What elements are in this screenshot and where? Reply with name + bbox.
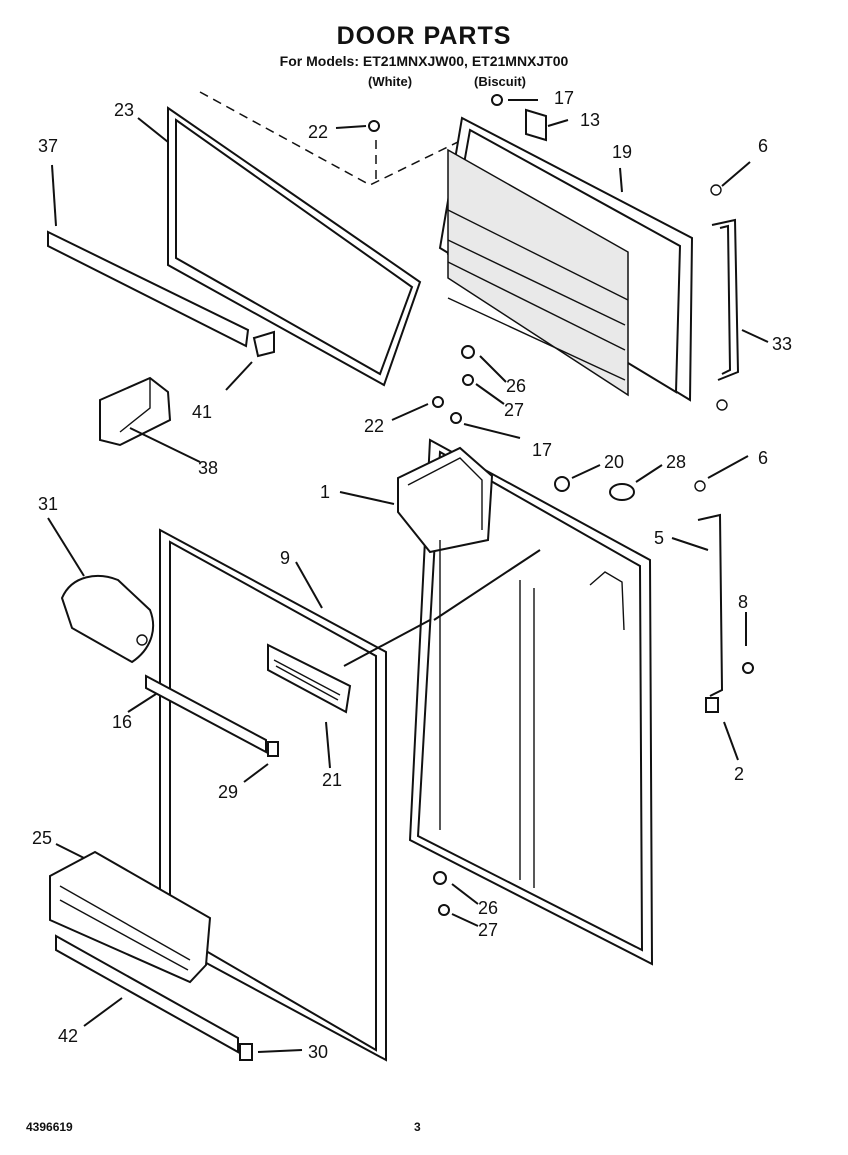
model-numbers: For Models: ET21MNXJW00, ET21MNXJT00 [279,53,569,69]
fasteners [368,94,754,916]
leader-lines [47,99,769,1053]
callout-30: 30 [308,1042,328,1062]
callout-33: 33 [772,334,792,354]
callout-5: 5 [654,528,664,548]
fresh-food-door [397,438,654,966]
callout-41: 41 [192,402,212,422]
door-shelf-bar [145,674,279,757]
variant-biscuit-label: (Biscuit) [474,74,526,89]
callout-27-bottom: 27 [478,920,498,940]
butter-compartment-door [267,643,352,714]
callout-16: 16 [112,712,132,732]
callout-29: 29 [218,782,238,802]
shelf-end-cap [99,376,172,447]
callout-19: 19 [612,142,632,162]
callout-25: 25 [32,828,52,848]
diagram-title: DOOR PARTS [336,22,512,50]
document-number: 4396619 [26,1120,73,1134]
callout-6-mid: 6 [758,448,768,468]
callout-8: 8 [738,592,748,612]
lower-hinge [694,480,724,713]
callout-26-top: 26 [506,376,526,396]
callout-26-bottom: 26 [478,898,498,918]
callout-38: 38 [198,458,218,478]
variant-white-label: (White) [368,74,413,89]
callout-numbers: 23 22 17 13 37 19 6 33 41 26 27 38 22 17… [32,88,792,1062]
callout-1: 1 [320,482,330,502]
callout-22-top: 22 [308,122,328,142]
callout-42: 42 [58,1026,78,1046]
door-bin [49,850,212,984]
callout-9: 9 [280,548,290,568]
bin-trim-strip [55,934,253,1061]
callout-21: 21 [322,770,342,790]
freezer-door-gasket [167,91,463,387]
callout-17-mid: 17 [532,440,552,460]
page-number: 3 [414,1120,421,1134]
color-variants: (White) (Biscuit) [0,74,848,92]
callout-37: 37 [38,136,58,156]
freezer-hinge [710,184,740,411]
callout-6-top: 6 [758,136,768,156]
callout-27-top: 27 [504,400,524,420]
shelf-retainer-bar [47,230,275,358]
callout-2: 2 [734,764,744,784]
fresh-food-door-gasket [159,528,387,1062]
freezer-door [438,108,694,402]
dairy-compartment-door [60,575,155,664]
callout-28: 28 [666,452,686,472]
callout-23: 23 [114,100,134,120]
callout-31: 31 [38,494,58,514]
callout-17-top: 17 [554,88,574,108]
callout-13: 13 [580,110,600,130]
callout-20: 20 [604,452,624,472]
callout-22-mid: 22 [364,416,384,436]
